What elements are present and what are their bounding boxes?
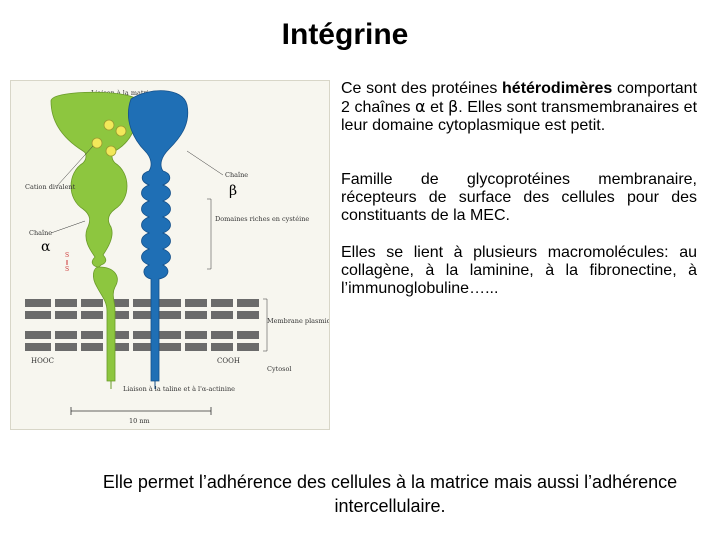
label-talin-binding: Liaison à la taline et à l'α-actinine — [123, 384, 235, 393]
plasma-membrane — [25, 299, 259, 351]
page-title: Intégrine — [0, 18, 690, 52]
label-cooh: COOH — [217, 357, 240, 365]
svg-text:10 nm: 10 nm — [129, 417, 150, 425]
label-cytosol: Cytosol — [267, 365, 292, 373]
paragraph-heterodimers: Ce sont des protéines hétérodimères comp… — [341, 80, 697, 135]
disulfide-s1: S — [65, 252, 69, 259]
paragraph-ligands: Elles se lient à plusieurs macromolécule… — [341, 244, 697, 298]
label-membrane: Membrane plasmique — [267, 317, 329, 325]
label-cysteine-domains: Domaines riches en cystéine — [215, 215, 309, 223]
beta-symbol: β — [229, 183, 237, 199]
label-cation: Cation divalent — [25, 183, 76, 191]
alpha-symbol-text: α — [415, 97, 426, 116]
beta-symbol-text: β — [448, 97, 458, 116]
keyword-heterodimers: hétérodimères — [502, 80, 612, 97]
scale-bar: 10 nm — [71, 407, 211, 425]
disulfide-s2: S — [65, 266, 69, 273]
conclusion-text: Elle permet l’adhérence des cellules à l… — [100, 470, 680, 518]
label-chain-beta: Chaîne — [225, 171, 248, 179]
label-chain-alpha: Chaîne — [29, 229, 52, 237]
alpha-symbol: α — [41, 239, 51, 255]
integrin-figure: Liaison à la matrice — [10, 80, 330, 430]
paragraph-glycoproteins: Famille de glycoprotéines membranaire, r… — [341, 171, 697, 225]
label-hooc: HOOC — [31, 357, 54, 365]
